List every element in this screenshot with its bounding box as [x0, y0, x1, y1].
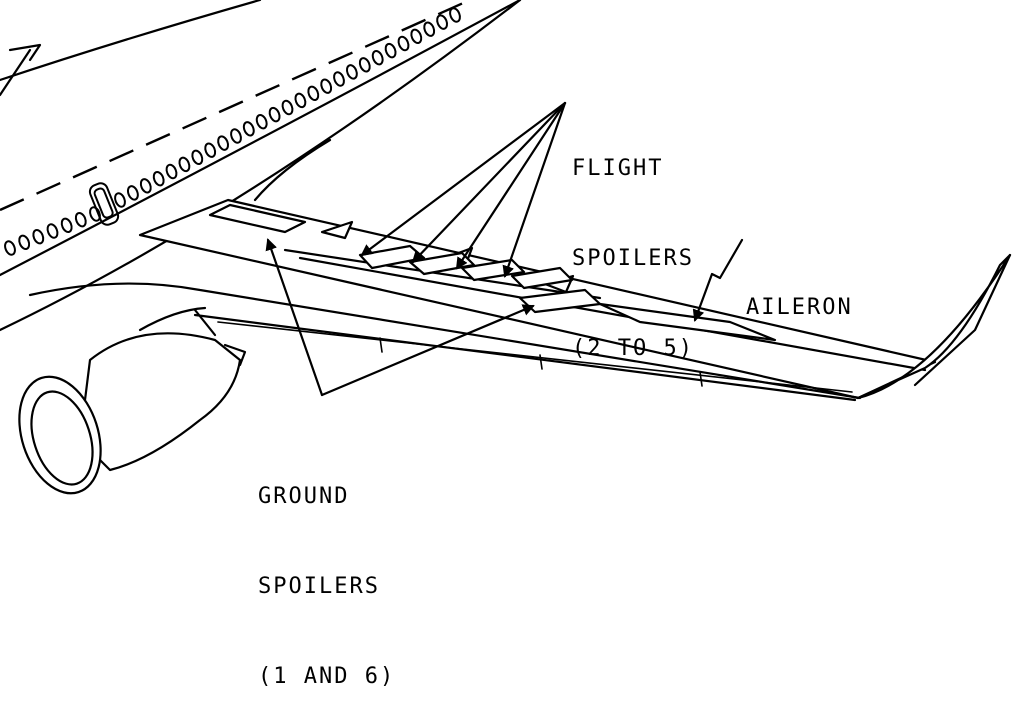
cabin-window [114, 192, 126, 208]
cabin-window [178, 156, 191, 173]
fuselage-top-contour [0, 0, 262, 82]
ground-spoilers-label-line-2: SPOILERS [258, 574, 380, 599]
cabin-door [88, 182, 120, 226]
cabin-door-window [93, 187, 114, 219]
cabin-window [358, 57, 371, 73]
engine-nacelle [78, 332, 242, 472]
cabin-window [18, 234, 31, 251]
aileron-label-text: AILERON [746, 295, 853, 320]
cabin-window [449, 7, 461, 23]
cabin-window [436, 14, 449, 30]
flight-spoiler-4-leader [455, 101, 567, 270]
flight-spoiler-2-leader [360, 101, 567, 257]
flight-spoiler-leaders [360, 101, 567, 278]
slat-dividers [379, 337, 703, 387]
cabin-window [255, 113, 268, 130]
cabin-window [46, 223, 59, 239]
cabin-window [32, 228, 45, 245]
cabin-window [152, 170, 165, 187]
cabin-window [89, 206, 101, 222]
engine-exhaust [223, 343, 247, 367]
flight-spoiler-5-panel [510, 266, 574, 290]
cabin-window [320, 78, 333, 94]
aileron-label: AILERON [746, 233, 853, 353]
flight-spoilers-label: FLIGHT SPOILERS (2 TO 5) [572, 94, 694, 394]
wing-spar-line [298, 256, 927, 372]
pylon-top [138, 306, 207, 332]
ground-spoilers-label: GROUND SPOILERS (1 AND 6) [258, 422, 395, 722]
cabin-window [294, 92, 307, 109]
wing-lower-edge [28, 282, 862, 400]
aileron-panel [598, 302, 777, 342]
wing-spoiler-diagram [0, 0, 1012, 495]
ground-spoiler-leaders [265, 238, 535, 397]
ground-spoilers-label-line-3: (1 AND 6) [258, 664, 396, 689]
wing-spoiler-hinge-line [283, 248, 602, 300]
cabin-window [307, 85, 320, 102]
flight-spoiler-3-leader [411, 101, 567, 264]
ground-spoilers-label-line-1: GROUND [258, 484, 350, 509]
cabin-window [230, 128, 242, 144]
cabin-window [397, 35, 410, 52]
flight-spoilers-label-line-2: SPOILERS [572, 246, 694, 271]
tail-fin-edge [0, 48, 32, 97]
engine-inlet-inner [30, 390, 94, 486]
pylon-front [193, 308, 217, 337]
flight-spoilers-label-line-3: (2 TO 5) [572, 336, 694, 361]
aileron-leader [692, 238, 744, 322]
ground-spoiler-1-panel [208, 203, 307, 234]
ground-spoiler-1-leader [265, 238, 324, 397]
cabin-window [74, 211, 87, 228]
slat-line [193, 313, 857, 402]
cabin-window [242, 121, 255, 137]
flight-spoilers-label-line-1: FLIGHT [572, 156, 664, 181]
cabin-window [281, 99, 294, 116]
wing-root-fairing [253, 138, 332, 202]
cabin-window [345, 64, 358, 80]
cabin-window [126, 185, 139, 201]
cabin-window [217, 135, 230, 151]
winglet-edge [913, 253, 1012, 387]
flight-spoiler-5-leader [502, 101, 567, 278]
cabin-window [191, 149, 204, 166]
cabin-window [423, 21, 436, 37]
cabin-window [165, 163, 178, 180]
tail-fin-tip [8, 43, 42, 62]
cabin-window [139, 178, 152, 194]
cabin-window [4, 240, 16, 256]
engine-inlet [18, 375, 102, 495]
cabin-window [371, 49, 384, 66]
cabin-window [384, 42, 397, 59]
flap-fairing-1 [320, 220, 354, 240]
fuselage-belly-upper [0, 0, 522, 277]
aileron-leader-line [692, 238, 744, 322]
cabin-window [204, 142, 217, 158]
engine [18, 306, 247, 495]
fuselage-belly-lower [0, 0, 522, 332]
ground-spoiler-6-leader [320, 304, 535, 397]
cabin-window [410, 28, 423, 45]
fuselage [0, 0, 522, 332]
slat-line-inner [217, 321, 853, 393]
fuselage-dashed-line [0, 0, 471, 212]
cabin-windows [4, 7, 461, 256]
cabin-window [60, 217, 73, 234]
cabin-window [268, 106, 281, 123]
cabin-window [333, 71, 345, 87]
